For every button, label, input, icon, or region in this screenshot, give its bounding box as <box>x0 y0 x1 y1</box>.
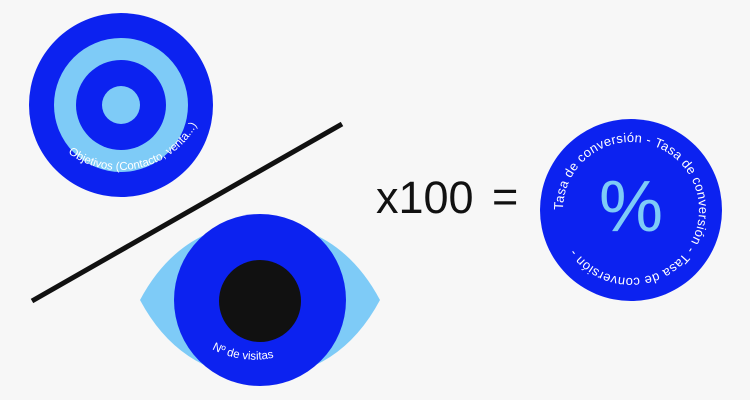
target-icon <box>29 13 213 197</box>
percent-badge: Tasa de conversión - Tasa de conversión … <box>540 119 722 301</box>
division-line <box>30 121 344 304</box>
multiplier-text: x100 <box>376 172 474 223</box>
equals-sign: = <box>492 171 518 222</box>
eye-pupil <box>219 260 301 342</box>
target-bullseye <box>102 86 140 124</box>
percent-badge-disc <box>540 119 722 301</box>
percent-icon: % <box>599 167 663 247</box>
eye-icon <box>140 214 380 386</box>
